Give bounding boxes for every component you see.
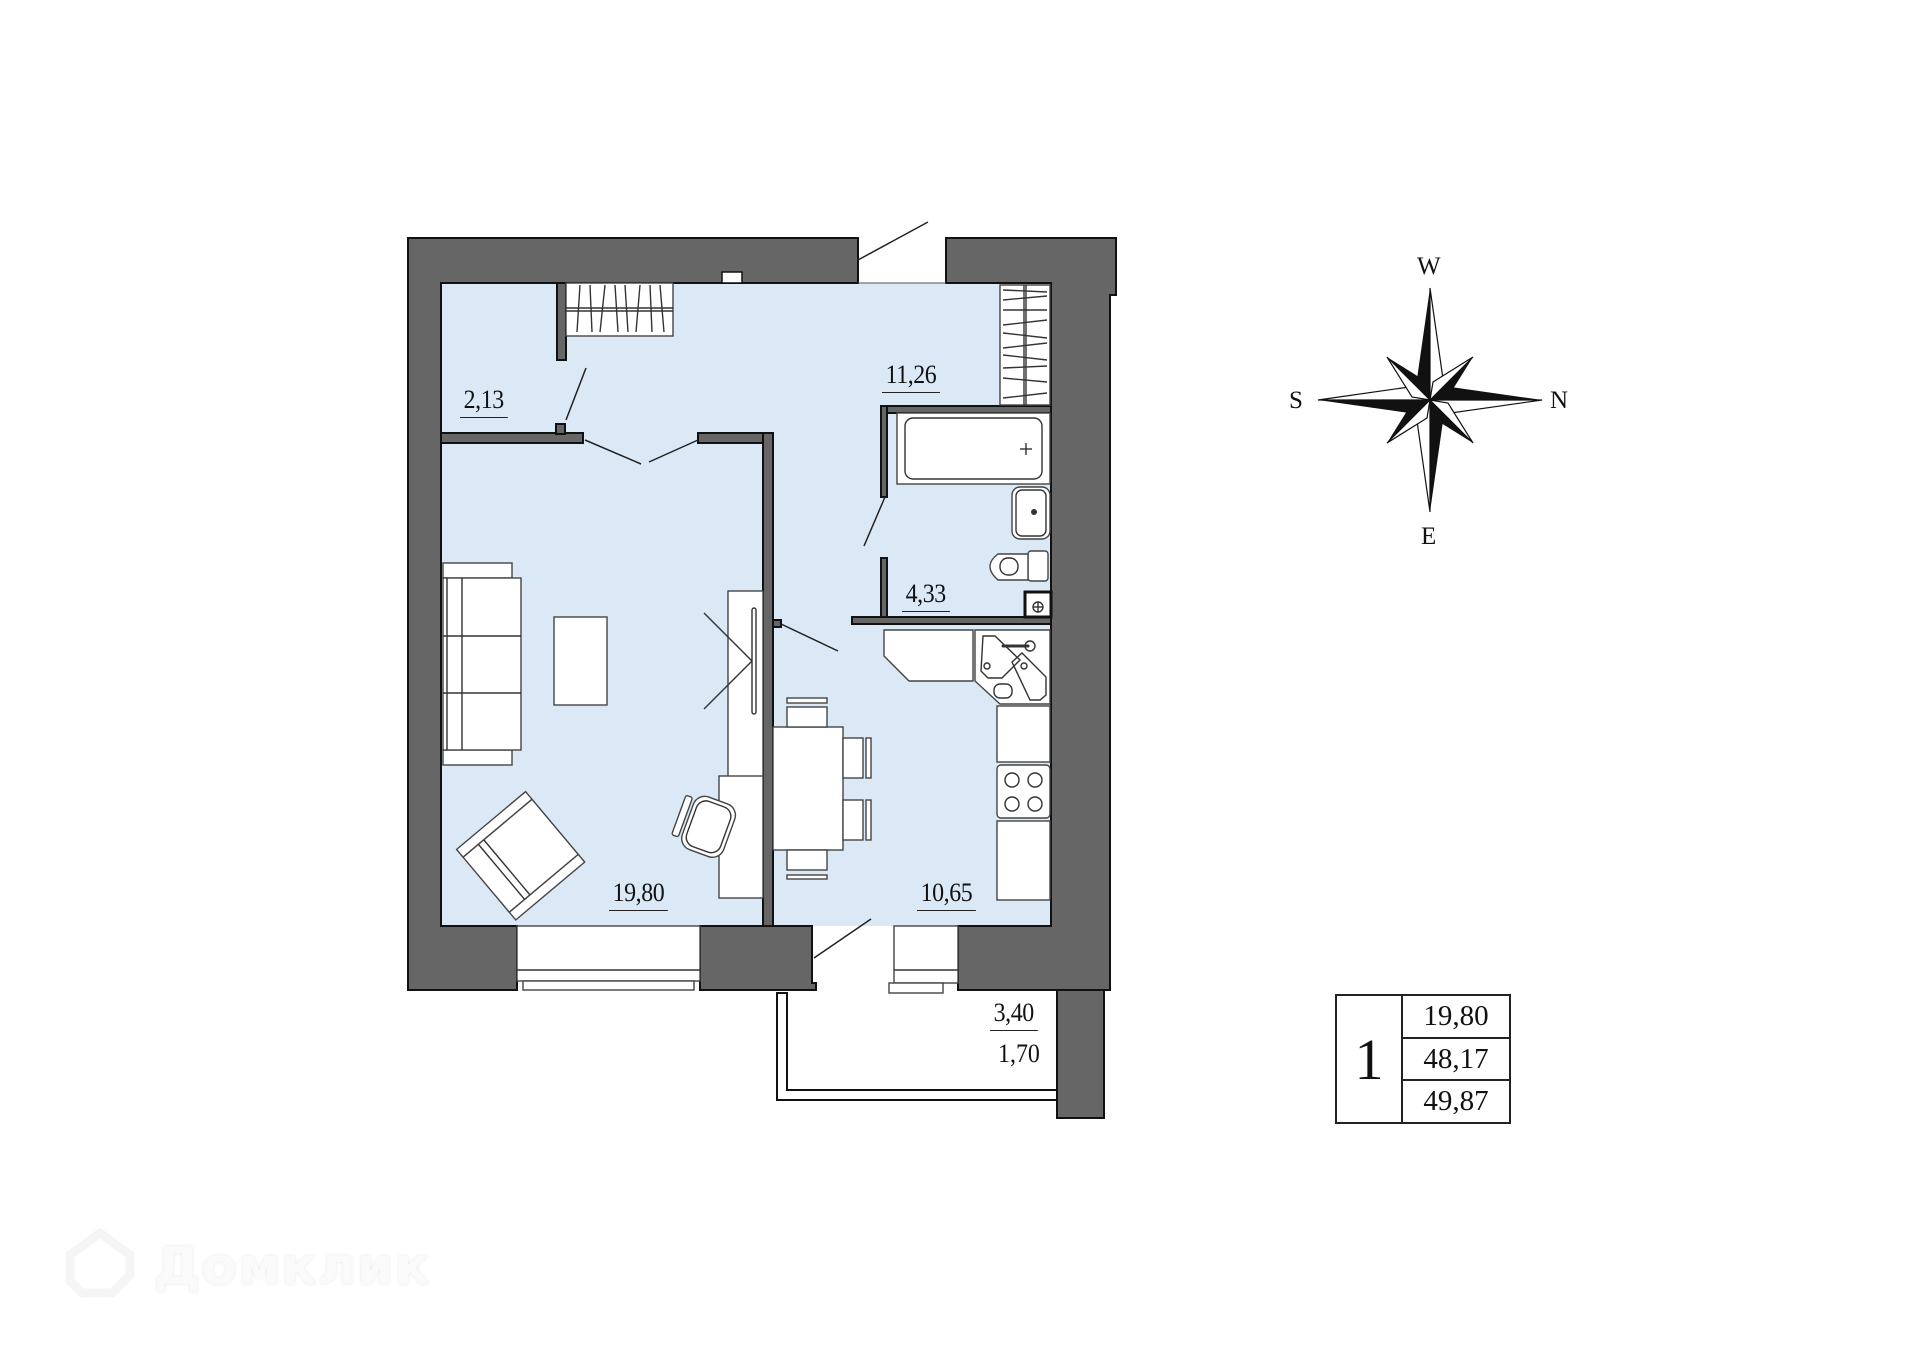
watermark: Домклик [62,1226,431,1308]
bathroom-sink [1011,486,1051,540]
door-swings [565,221,929,959]
kitchen-counter [883,629,1051,901]
area-label-living-room: 19,80 [609,880,668,911]
total-area-value: 48,17 [1403,1039,1509,1082]
desk-chair [671,795,737,858]
compass-label-left: S [1289,387,1303,414]
exterior-walls [407,237,1117,1119]
area-label-balcony: 3,40 [990,1000,1038,1031]
area-summary-table: 1 19,80 48,17 49,87 [1335,994,1511,1124]
compass-label-top: W [1417,253,1441,280]
area-label-hallway: 11,26 [882,362,941,393]
house-logo-icon [65,1228,135,1298]
furniture [442,282,1051,921]
living-area-value: 19,80 [1403,996,1509,1039]
closet-right [999,284,1051,406]
watermark-text: Домклик [154,1237,431,1297]
coffee-table [553,616,608,706]
compass-label-bottom: E [1421,523,1437,550]
area-label-hallway-storage: 2,13 [460,387,508,418]
windows [516,282,959,994]
sofa [442,562,522,766]
rooms-count: 1 [1337,996,1403,1122]
toilet [989,550,1049,582]
area-label-bathroom: 4,33 [902,581,950,612]
dining-set [772,697,872,880]
area-label-kitchen: 10,65 [917,880,976,911]
wardrobe-hallway [565,282,674,337]
compass-label-right: N [1550,387,1569,414]
balcony [776,992,1058,1101]
armchair [455,790,586,921]
total-area-with-balcony-value: 49,87 [1423,1085,1489,1118]
bathtub [896,412,1051,485]
compass-rose-icon [1317,287,1543,513]
area-label-balcony-reduced: 1,70 [998,1039,1040,1068]
